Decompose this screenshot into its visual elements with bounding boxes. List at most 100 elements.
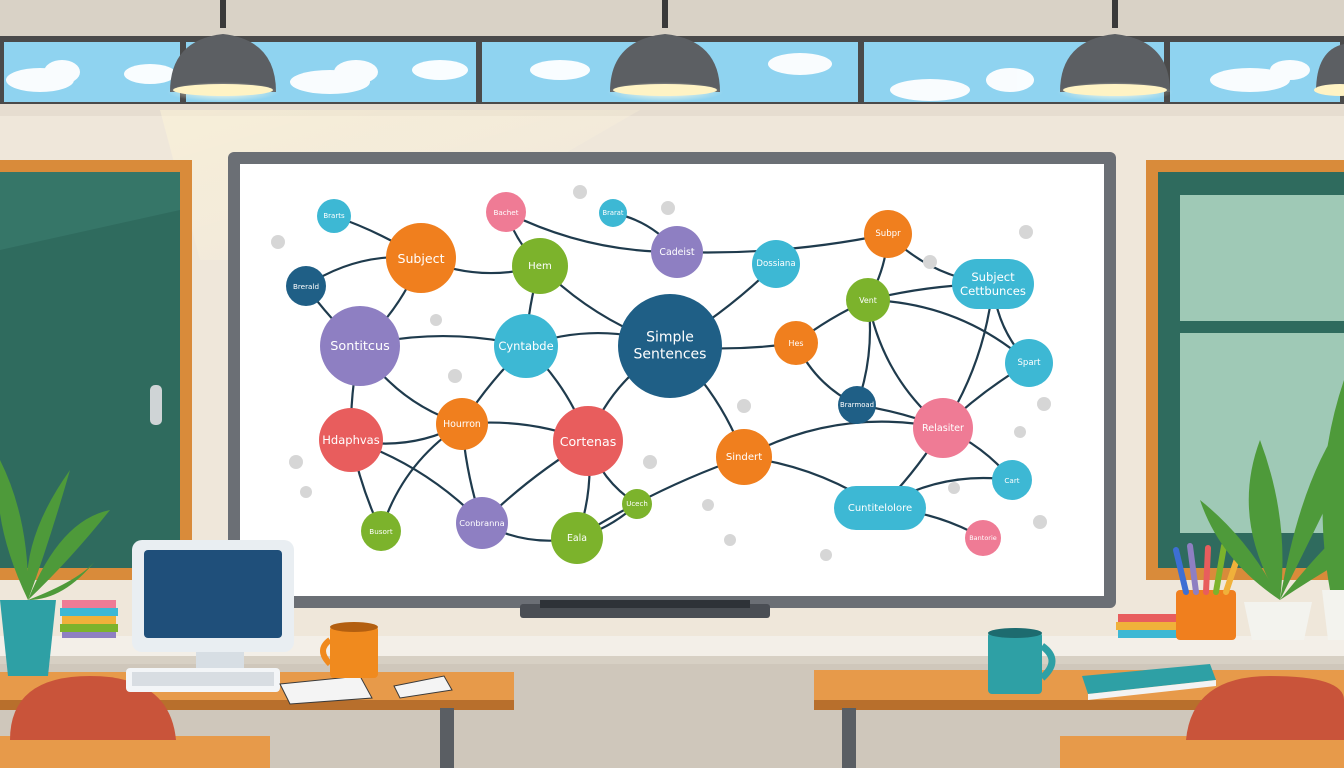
mind-map-node-label: Brarts [323, 212, 345, 220]
ceiling [0, 0, 1344, 36]
mind-map-node-label: Cyntabde [498, 339, 553, 353]
pencil-cup [1173, 543, 1241, 640]
mind-map-node-label: Cadeist [659, 247, 694, 258]
mind-map-node-shape [913, 398, 973, 458]
mind-map-node-shape [952, 259, 1034, 309]
mind-map-node: Relasiter [913, 398, 973, 458]
mind-map-node: Cart [992, 460, 1032, 500]
mind-map-node-label: Bachet [493, 208, 518, 217]
mind-map-node-label: Spart [1017, 358, 1041, 368]
mind-map-node-label: Hdaphvas [322, 433, 379, 447]
mind-map-node-label: Hem [528, 261, 552, 272]
mind-map-node: Conbranna [456, 497, 508, 549]
mind-map-node: Hes [774, 321, 818, 365]
mind-map-node-shape [716, 429, 772, 485]
plant-right [1200, 380, 1344, 640]
mind-map-node-label: Ucech [626, 500, 648, 508]
book-stack-right [1116, 614, 1182, 638]
computer-monitor [126, 540, 294, 692]
mind-map-node-shape [651, 226, 703, 278]
mind-map-node: Cuntitelolore [834, 486, 926, 530]
mind-map-node-label: Brerald [293, 282, 319, 291]
counter-edge [0, 656, 1344, 664]
mind-map-node: Sontitcus [320, 306, 400, 386]
mind-map-node: Cortenas [553, 406, 623, 476]
mind-map-node-shape [551, 512, 603, 564]
mind-map-node: Brerald [286, 266, 326, 306]
mind-map-node: Brarts [317, 199, 351, 233]
mind-map-node-shape [774, 321, 818, 365]
mind-map-node-shape [286, 266, 326, 306]
mind-map-node-label: Subpr [875, 229, 901, 239]
mind-map-node-label: Busort [369, 527, 393, 536]
mind-map-node-shape [838, 386, 876, 424]
mind-map-node-label: Hes [789, 339, 804, 348]
notebook [279, 675, 453, 705]
book-stack-left [60, 600, 118, 638]
right-desk [814, 670, 1344, 768]
mind-map-node-shape [553, 406, 623, 476]
mind-map-node-shape [622, 489, 652, 519]
pendant-lamps [167, 0, 1344, 102]
mind-map-node: Busort [361, 511, 401, 551]
mind-map-node-shape [965, 520, 1001, 556]
mind-map-node-label: Cuntitelolore [848, 503, 912, 514]
mind-map-node-label: Cart [1004, 476, 1019, 485]
mind-map-node-shape [494, 314, 558, 378]
mind-map-node: Brarmoad [838, 386, 876, 424]
mind-map-node: Bachet [486, 192, 526, 232]
mind-map-node: Subpr [864, 210, 912, 258]
mind-map-node: Ucech [622, 489, 652, 519]
mind-map-node-shape [834, 486, 926, 530]
left-chalkboard [0, 160, 192, 580]
mind-map-node-shape [512, 238, 568, 294]
plant-left [0, 460, 110, 676]
paper-scraps [271, 185, 1051, 561]
mind-map-node-shape [319, 408, 383, 472]
mind-map-node-shape [436, 398, 488, 450]
mind-map-node-label: Relasiter [922, 423, 964, 434]
mind-map-node-label: Conbranna [459, 518, 505, 528]
mind-map-node-label: Brarat [603, 209, 624, 217]
mind-map-node-label: Vent [859, 296, 877, 305]
mind-map-node-shape [599, 199, 627, 227]
mind-map-node-shape [486, 192, 526, 232]
mind-map-node-shape [618, 294, 722, 398]
coffee-mug-left [320, 622, 378, 678]
mind-map-node: Eala [551, 512, 603, 564]
mind-map-node: Sindert [716, 429, 772, 485]
mind-map-node-shape [864, 210, 912, 258]
mind-map-node-label: Cortenas [560, 434, 617, 449]
mind-map-node: Dossiana [752, 240, 800, 288]
mind-map-node-shape [1005, 339, 1053, 387]
mind-map-node-shape [846, 278, 890, 322]
mind-map-node-shape [752, 240, 800, 288]
mind-map-node-label: Bantorie [969, 534, 997, 542]
mind-map-node: Cadeist [651, 226, 703, 278]
mind-map-node: Brarat [599, 199, 627, 227]
mind-map-node-shape [992, 460, 1032, 500]
mind-map-node-shape [317, 199, 351, 233]
closed-book [1082, 664, 1216, 700]
mind-map-node-label: Hourron [443, 419, 481, 430]
mind-map-node: Vent [846, 278, 890, 322]
coffee-mug-right [988, 628, 1056, 694]
mind-map-node: Hem [512, 238, 568, 294]
mind-map-node: Hdaphvas [319, 408, 383, 472]
mind-map-node: Subject [386, 223, 456, 293]
mind-map-node-label: Dossiana [756, 259, 795, 269]
mind-map-node-label: Brarmoad [840, 401, 874, 409]
mind-map-node-shape [320, 306, 400, 386]
mind-map-node-shape [361, 511, 401, 551]
mind-map-node: Hourron [436, 398, 488, 450]
mind-map-node-label: Sindert [726, 452, 762, 463]
mind-map-node-shape [456, 497, 508, 549]
mind-map-node: Bantorie [965, 520, 1001, 556]
